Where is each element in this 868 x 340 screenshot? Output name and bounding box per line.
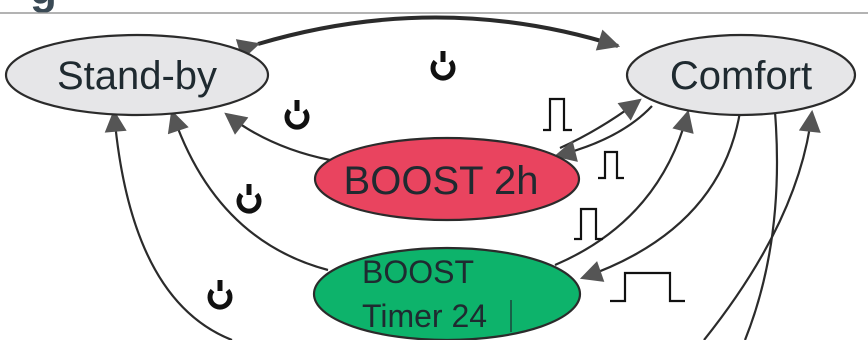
short-pulse-icon <box>543 97 572 132</box>
arrow-comfort-boost2h <box>553 105 653 162</box>
arrow-standby-comfort <box>235 15 621 61</box>
node-boost-timer: BOOST Timer 24 <box>312 246 582 340</box>
long-pulse-icon <box>610 271 685 303</box>
arrow-timer-comfort <box>554 109 694 267</box>
short-pulse-icon <box>598 150 624 180</box>
node-standby: Stand-by <box>4 33 270 117</box>
arrow-bottom-comfort <box>703 109 821 340</box>
power-icon <box>287 100 307 127</box>
node-boost-timer-line2: Timer 24 <box>362 298 487 334</box>
node-boost2h: BOOST 2h <box>313 136 581 222</box>
line-comfort-bottom <box>743 111 779 340</box>
arrow-boost2h-standby <box>224 112 331 162</box>
node-boost2h-label: BOOST 2h <box>344 159 539 203</box>
connections <box>104 15 821 340</box>
arrow-timer-standby-outer <box>104 109 233 340</box>
power-icon <box>210 280 230 307</box>
node-boost-timer-line1: BOOST <box>362 254 474 290</box>
arrow-timer-standby-inner <box>167 109 329 272</box>
node-comfort: Comfort <box>625 33 857 117</box>
partial-heading: g <box>30 0 57 14</box>
node-comfort-label: Comfort <box>670 54 812 98</box>
power-icon <box>239 184 259 211</box>
short-pulse-icon <box>574 207 603 241</box>
power-icon <box>433 51 453 78</box>
node-standby-label: Stand-by <box>57 54 217 98</box>
arrow-comfort-timer <box>579 111 742 282</box>
